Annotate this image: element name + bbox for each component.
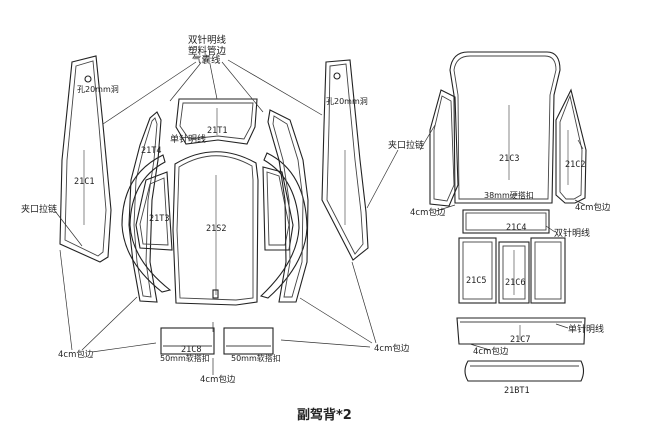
piece-21t3-mirror [262,166,294,251]
piece-21bt1 [464,360,585,382]
label-zip-left: 夹口拉链 [21,203,57,215]
label-air-bag-line: 气囊线 [192,54,221,66]
piece-21c8-left [160,327,215,355]
label-hard-buckle: 38mm硬搭扣 [484,190,534,200]
piece-21c4 [462,209,550,234]
annotations: 双针明线 塑料管边 气囊线 孔20mm洞 孔20mm洞 单针明线 夹口拉链 夹口… [21,34,611,385]
piece-right-curve-strip [259,152,308,299]
label-wrap-4cm-21c2: 4cm包边 [575,202,611,213]
piece-21c6 [498,241,530,304]
piece-21c1-mirror [321,59,369,261]
code-21t3: 21T3 [149,214,169,224]
leader-lines [54,59,586,375]
piece-21c8-right [223,327,274,355]
piece-21c5 [458,237,497,304]
piece-21c3 [449,51,561,204]
label-zip-right: 夹口拉链 [388,139,424,151]
label-soft-buckle-right: 50mm软搭扣 [231,353,281,363]
code-21c1: 21C1 [74,177,94,187]
piece-21c7 [456,317,586,345]
label-plastic-piping: 塑料管边 [188,45,227,57]
label-hole-right: 孔20mm洞 [326,96,368,106]
code-21c2: 21C2 [565,160,585,170]
code-21bt1: 21BT1 [504,386,530,396]
piece-21c2 [555,88,587,204]
label-double-stitch-right: 双针明线 [554,227,590,239]
label-single-stitch-left: 单针明线 [170,133,206,145]
code-21s2: 21S2 [206,224,226,234]
piece-21c1 [59,55,112,263]
piece-21c6-adjacent [530,237,566,304]
piece-21t4-mirror [267,109,309,303]
label-wrap-4cm-right: 4cm包边 [374,343,410,354]
piece-21t1 [175,98,258,145]
label-wrap-4cm-21c7: 4cm包边 [473,346,509,357]
label-wrap-4cm-left: 4cm包边 [58,349,94,360]
code-21c3: 21C3 [499,154,519,164]
piece-left-curve-strip [121,154,172,293]
label-double-stitch-top: 双针明线 [188,34,227,46]
code-21c6: 21C6 [505,278,525,288]
label-hole-left: 孔20mm洞 [77,84,119,94]
part-codes: 21C1 21T1 21T4 21T3 21S2 21C8 21C3 21C2 … [74,126,585,396]
label-single-stitch-right: 单针明线 [568,323,604,335]
code-21c5: 21C5 [466,276,486,286]
piece-21c3-left-side [429,89,459,207]
label-wrap-4cm-center: 4cm包边 [200,374,236,385]
code-21c8: 21C8 [181,345,201,355]
piece-21s2 [172,151,259,306]
label-wrap-4cm-21c4: 4cm包边 [410,207,446,218]
piece-21t3 [135,171,173,251]
code-21c4: 21C4 [506,223,526,233]
piece-21t4 [128,111,162,303]
code-21c7: 21C7 [510,335,530,345]
code-21t4: 21T4 [141,146,161,156]
label-soft-buckle-left: 50mm软搭扣 [160,353,210,363]
sheet-title: 副驾背*2 [297,407,352,423]
code-21t1: 21T1 [207,126,227,136]
